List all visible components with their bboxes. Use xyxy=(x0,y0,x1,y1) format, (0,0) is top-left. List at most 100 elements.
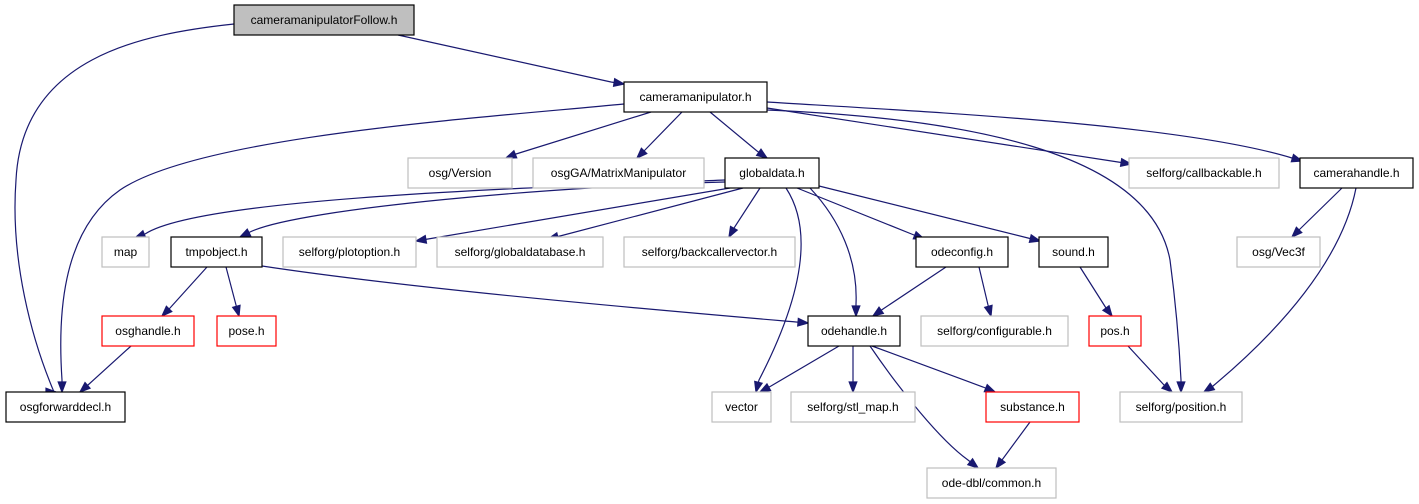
edge-arrowhead xyxy=(635,147,648,160)
edge-arrowhead xyxy=(1176,381,1186,394)
edge-arrowhead xyxy=(871,306,885,317)
edge-pos-to-position xyxy=(1127,345,1174,394)
node-camerahandle[interactable]: camerahandle.h xyxy=(1299,157,1414,189)
node-callbackable: selforg/callbackable.h xyxy=(1128,157,1280,189)
node-cameramanipulatorFollow: cameramanipulatorFollow.h xyxy=(233,4,415,36)
node-box xyxy=(1038,236,1109,268)
node-label: osgforwarddecl.h xyxy=(20,400,111,414)
node-map: map xyxy=(101,236,150,268)
edge-arrowhead xyxy=(983,304,993,318)
node-sound[interactable]: sound.h xyxy=(1038,236,1109,268)
node-osghandle[interactable]: osghandle.h xyxy=(101,315,195,347)
node-box xyxy=(5,391,126,423)
edge-arrowhead xyxy=(758,382,772,393)
edge-cameramanipulator-to-camerahandle xyxy=(766,101,1304,163)
node-label: pose.h xyxy=(228,324,264,338)
node-label: vector xyxy=(725,400,758,414)
node-label: sound.h xyxy=(1052,245,1095,259)
edge-arrowhead xyxy=(1290,153,1304,163)
edge-line xyxy=(1203,187,1357,393)
node-label: osgGA/MatrixManipulator xyxy=(551,166,686,180)
node-box xyxy=(790,391,916,423)
edge-line xyxy=(134,179,726,239)
edge-line xyxy=(397,34,625,85)
node-box xyxy=(101,315,195,347)
node-label: osghandle.h xyxy=(115,324,180,338)
node-box xyxy=(407,157,513,189)
edge-line xyxy=(14,23,235,393)
node-pose[interactable]: pose.h xyxy=(216,315,277,347)
node-box xyxy=(623,81,768,113)
node-box xyxy=(1236,236,1321,268)
edge-globaldata-to-map xyxy=(133,179,726,239)
node-substance[interactable]: substance.h xyxy=(985,391,1080,423)
edge-cameramanipulator-to-osgVersion xyxy=(504,111,652,159)
edge-arrowhead xyxy=(1101,304,1114,318)
edge-arrowhead xyxy=(728,225,739,239)
node-label: substance.h xyxy=(1000,400,1065,414)
node-label: tmpobject.h xyxy=(185,245,247,259)
edge-globaldata-to-backcallervector xyxy=(728,187,761,239)
edge-line xyxy=(261,265,809,324)
node-backcallervector: selforg/backcallervector.h xyxy=(623,236,796,268)
edge-globaldata-to-sound xyxy=(818,185,1042,243)
edge-arrowhead xyxy=(983,383,997,393)
edge-line xyxy=(818,185,1041,242)
node-label: map xyxy=(114,245,138,259)
edge-cameramanipulator-to-callbackable xyxy=(766,107,1133,168)
edge-arrowhead xyxy=(851,305,861,318)
node-label: odehandle.h xyxy=(821,324,887,338)
node-stl_map: selforg/stl_map.h xyxy=(790,391,916,423)
edge-line xyxy=(809,187,857,316)
node-pos[interactable]: pos.h xyxy=(1088,315,1142,347)
edge-cameramanipulator-to-osgGAMatrixManipulator xyxy=(635,111,683,160)
node-label: ode-dbl/common.h xyxy=(942,476,1041,490)
edge-line xyxy=(871,345,996,393)
edge-arrowhead xyxy=(612,77,626,88)
node-box xyxy=(623,236,796,268)
edge-odehandle-to-vector xyxy=(758,345,840,393)
node-odeconfig[interactable]: odeconfig.h xyxy=(915,236,1009,268)
node-globaldatabase: selforg/globaldatabase.h xyxy=(436,236,604,268)
node-box xyxy=(724,157,820,189)
node-label: selforg/stl_map.h xyxy=(807,400,898,414)
node-label: selforg/backcallervector.h xyxy=(642,245,777,259)
node-label: odeconfig.h xyxy=(931,245,993,259)
node-label: cameramanipulator.h xyxy=(639,90,751,104)
edge-globaldata-to-vector xyxy=(754,187,802,394)
edge-camerahandle-to-osgVec3f xyxy=(1290,187,1343,239)
node-box xyxy=(1128,157,1280,189)
edge-line xyxy=(766,109,1182,392)
edge-line xyxy=(60,103,625,392)
edge-arrowhead xyxy=(414,234,428,244)
edge-cameramanipulatorFollow-to-cameramanipulator xyxy=(397,34,626,88)
edge-arrowhead xyxy=(238,228,252,238)
edge-arrowhead xyxy=(966,457,980,470)
edge-line xyxy=(869,345,979,469)
edge-arrowhead xyxy=(231,304,241,318)
node-box xyxy=(711,391,772,423)
edge-cameramanipulator-to-globaldata xyxy=(709,111,769,159)
node-box xyxy=(1299,157,1414,189)
node-globaldata[interactable]: globaldata.h xyxy=(724,157,820,189)
node-cameramanipulator[interactable]: cameramanipulator.h xyxy=(623,81,768,113)
edge-osghandle-to-osgforwarddecl xyxy=(78,345,132,394)
edge-arrowhead xyxy=(755,148,769,159)
node-plotoption: selforg/plotoption.h xyxy=(282,236,417,268)
node-label: selforg/plotoption.h xyxy=(299,245,400,259)
node-box xyxy=(1088,315,1142,347)
edge-sound-to-pos xyxy=(1079,266,1114,318)
edge-tmpobject-to-pose xyxy=(225,266,241,318)
node-box xyxy=(170,236,263,268)
edge-arrowhead xyxy=(994,456,1007,470)
edge-line xyxy=(709,111,768,159)
edge-substance-to-common xyxy=(994,421,1031,470)
edge-globaldata-to-plotoption xyxy=(414,187,731,244)
node-odehandle[interactable]: odehandle.h xyxy=(807,315,901,347)
edge-arrowhead xyxy=(1028,233,1042,243)
node-osgVersion: osg/Version xyxy=(407,157,513,189)
node-osgforwarddecl[interactable]: osgforwarddecl.h xyxy=(5,391,126,423)
node-box xyxy=(532,157,705,189)
node-tmpobject[interactable]: tmpobject.h xyxy=(170,236,263,268)
edge-line xyxy=(872,266,947,317)
